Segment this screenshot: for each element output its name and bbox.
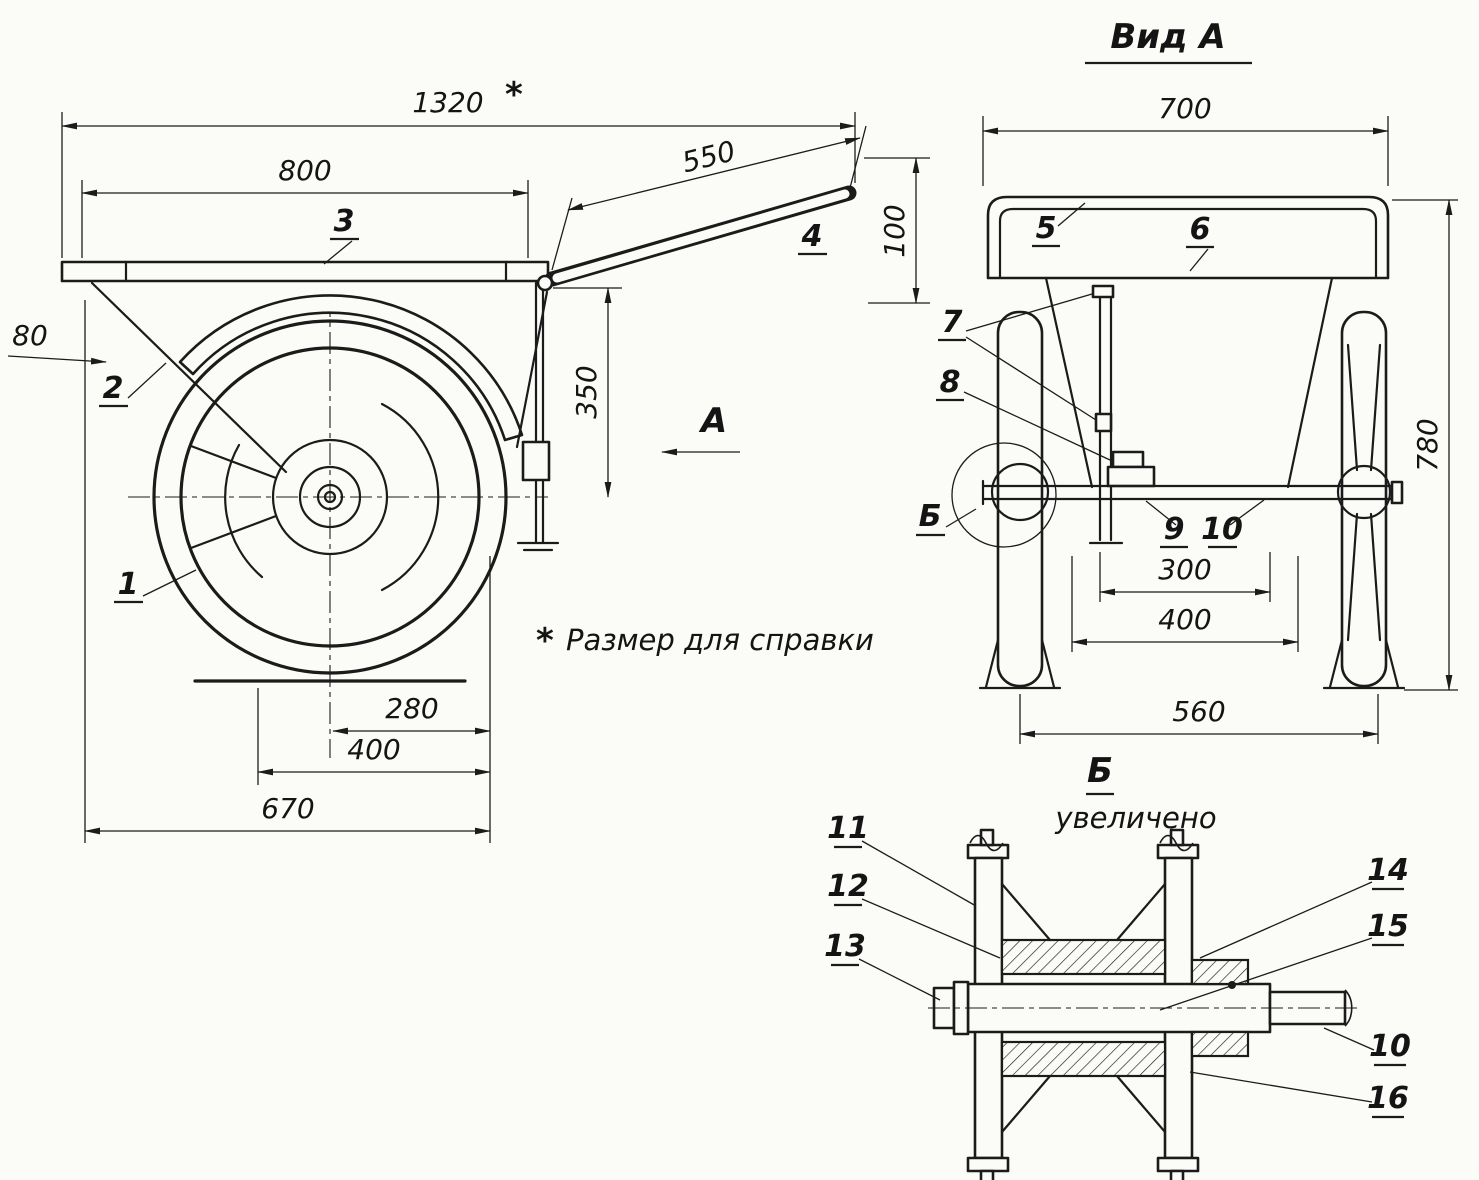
side-view: 1320 * 800 550 100 350 (7, 75, 930, 843)
part-label-16: 16 (1189, 1071, 1409, 1119)
dim-400-front-label: 400 (1158, 603, 1211, 636)
wheel (152, 319, 508, 675)
dimension-400-side: 400 (257, 688, 491, 785)
part-13-text: 13 (824, 929, 866, 964)
view-arrow-a-label: А (698, 401, 727, 441)
section-b-text: Б (919, 499, 942, 534)
hopper-wall-right (1286, 276, 1334, 489)
part-14-text: 14 (1367, 853, 1409, 888)
part-label-7: 7 (938, 293, 1097, 421)
dim-670-label: 670 (261, 792, 314, 825)
dim-400-side-label: 400 (347, 733, 400, 766)
part-12-text: 12 (827, 869, 869, 904)
fender (178, 294, 524, 442)
dim-800-label: 800 (278, 154, 331, 187)
dimension-350: 350 (553, 287, 622, 498)
part-label-4: 4 (798, 219, 827, 256)
dimension-780: 780 (1392, 199, 1458, 691)
part-3-text: 3 (334, 204, 355, 239)
platform (60, 260, 550, 283)
lock-rod (1088, 284, 1124, 545)
part-15-text: 15 (1367, 909, 1409, 944)
dimension-400-front: 400 (1071, 556, 1299, 652)
part-2-text: 2 (103, 371, 124, 406)
part-7-text: 7 (942, 305, 963, 340)
dim-550-label: 550 (679, 134, 739, 179)
part-label-12: 12 (827, 869, 1001, 959)
dimension-700: 700 (982, 92, 1389, 186)
view-arrow-a: А (661, 401, 740, 456)
part-label-9: 9 (1145, 500, 1188, 549)
section-label-b: Б (916, 499, 977, 537)
support-strut (515, 281, 560, 552)
dim-80-label: 80 (12, 319, 48, 352)
section-circle (951, 442, 1057, 548)
part-4-text: 4 (801, 219, 823, 254)
part-label-6: 6 (1186, 212, 1214, 272)
frame-diagonal (90, 281, 288, 474)
part-11-text: 11 (827, 811, 869, 846)
dim-700-label: 700 (1158, 92, 1211, 125)
part-16-text: 16 (1367, 1081, 1409, 1116)
part-label-13: 13 (824, 929, 941, 1001)
note-text: Размер для справки (566, 623, 874, 657)
dim-560-label: 560 (1172, 695, 1225, 728)
axle-bracket (1106, 450, 1156, 488)
part-9-text: 9 (1164, 512, 1185, 547)
dim-100-label: 100 (878, 204, 911, 257)
dimension-100: 100 (864, 157, 930, 304)
dimension-560: 560 (1019, 694, 1379, 744)
dim-1320-star: * (505, 75, 523, 115)
dimension-1320: 1320 * (61, 75, 856, 258)
reference-note: * Размер для справки (536, 621, 874, 661)
hinge-pin (536, 274, 554, 292)
dimension-670: 670 (84, 300, 491, 843)
part-5-text: 5 (1036, 211, 1057, 246)
part-label-10-detail: 10 (1323, 1027, 1411, 1067)
part-10-detail-text: 10 (1369, 1029, 1411, 1064)
dimension-80: 80 (7, 319, 107, 365)
front-view-title-text: Вид А (1110, 17, 1225, 57)
front-view: Вид А 700 (916, 17, 1458, 744)
part-label-10-front: 10 (1201, 499, 1265, 549)
part-label-5: 5 (1032, 202, 1086, 248)
note-star: * (536, 621, 554, 661)
part-label-1: 1 (114, 567, 197, 604)
platform-front (986, 195, 1390, 280)
part-8-text: 8 (940, 365, 961, 400)
detail-view: Б увеличено (824, 751, 1411, 1180)
part-1-text: 1 (118, 567, 139, 602)
hub-barrel (1000, 882, 1167, 1134)
part-6-text: 6 (1190, 212, 1211, 247)
detail-title-text: Б (1087, 751, 1113, 791)
axle-front (981, 479, 1404, 506)
part-label-2: 2 (99, 362, 167, 408)
dimension-800: 800 (81, 154, 529, 258)
part-label-3: 3 (323, 204, 359, 265)
detail-title: Б увеличено (1054, 751, 1216, 835)
dim-350-label: 350 (570, 365, 603, 418)
part-label-15: 15 (1159, 909, 1409, 1011)
part-label-14: 14 (1199, 853, 1409, 959)
hopper-wall-left (1044, 276, 1094, 489)
front-view-title: Вид А (1085, 17, 1252, 65)
dim-780-label: 780 (1411, 418, 1444, 471)
part-label-11: 11 (827, 811, 977, 907)
detail-subtitle-text: увеличено (1054, 801, 1216, 835)
dimension-300: 300 (1099, 552, 1271, 602)
dimension-280: 280 (332, 556, 491, 843)
dim-280-label: 280 (385, 692, 438, 725)
dim-300-label: 300 (1158, 553, 1211, 586)
part-label-8: 8 (936, 365, 1111, 461)
dim-1320-label: 1320 (412, 86, 483, 119)
part-10-front-text: 10 (1201, 512, 1243, 547)
